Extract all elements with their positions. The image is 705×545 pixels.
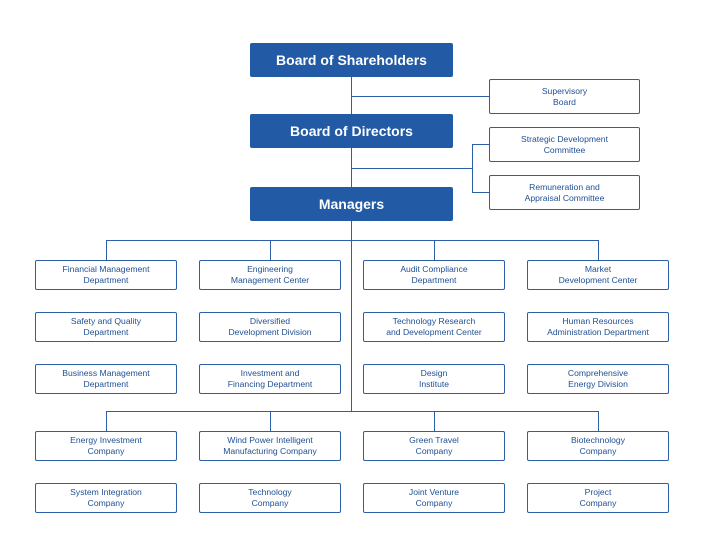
department-drop-3 xyxy=(434,240,435,260)
department-bus xyxy=(106,240,599,241)
department-box: Comprehensive Energy Division xyxy=(527,364,669,394)
company-drop-3 xyxy=(434,411,435,431)
board-of-shareholders-box: Board of Shareholders xyxy=(250,43,453,77)
supervisory-connector xyxy=(351,96,489,97)
company-drop-4 xyxy=(598,411,599,431)
company-box: Wind Power Intelligent Manufacturing Com… xyxy=(199,431,341,461)
managers-box: Managers xyxy=(250,187,453,221)
department-box: Technology Research and Development Cent… xyxy=(363,312,505,342)
committee-connector xyxy=(351,168,472,169)
company-drop-1 xyxy=(106,411,107,431)
department-box: Engineering Management Center xyxy=(199,260,341,290)
company-bus xyxy=(106,411,599,412)
department-box: Financial Management Department xyxy=(35,260,177,290)
spine-line xyxy=(351,77,352,411)
company-box: Project Company xyxy=(527,483,669,513)
remuneration-connector xyxy=(472,192,489,193)
board-of-directors-box: Board of Directors xyxy=(250,114,453,148)
department-box: Audit Compliance Department xyxy=(363,260,505,290)
strategic-connector xyxy=(472,144,489,145)
remuneration-appraisal-committee-box: Remuneration and Appraisal Committee xyxy=(489,175,640,210)
supervisory-board-box: Supervisory Board xyxy=(489,79,640,114)
company-box: Green Travel Company xyxy=(363,431,505,461)
company-box: Energy Investment Company xyxy=(35,431,177,461)
department-drop-4 xyxy=(598,240,599,260)
department-box: Diversified Development Division xyxy=(199,312,341,342)
committee-bracket xyxy=(472,144,473,192)
strategic-development-committee-box: Strategic Development Committee xyxy=(489,127,640,162)
department-box: Human Resources Administration Departmen… xyxy=(527,312,669,342)
department-drop-1 xyxy=(106,240,107,260)
department-box: Safety and Quality Department xyxy=(35,312,177,342)
company-drop-2 xyxy=(270,411,271,431)
company-box: Biotechnology Company xyxy=(527,431,669,461)
department-box: Market Development Center xyxy=(527,260,669,290)
company-box: System Integration Company xyxy=(35,483,177,513)
department-box: Business Management Department xyxy=(35,364,177,394)
department-drop-2 xyxy=(270,240,271,260)
company-box: Joint Venture Company xyxy=(363,483,505,513)
department-box: Investment and Financing Department xyxy=(199,364,341,394)
company-box: Technology Company xyxy=(199,483,341,513)
department-box: Design Institute xyxy=(363,364,505,394)
